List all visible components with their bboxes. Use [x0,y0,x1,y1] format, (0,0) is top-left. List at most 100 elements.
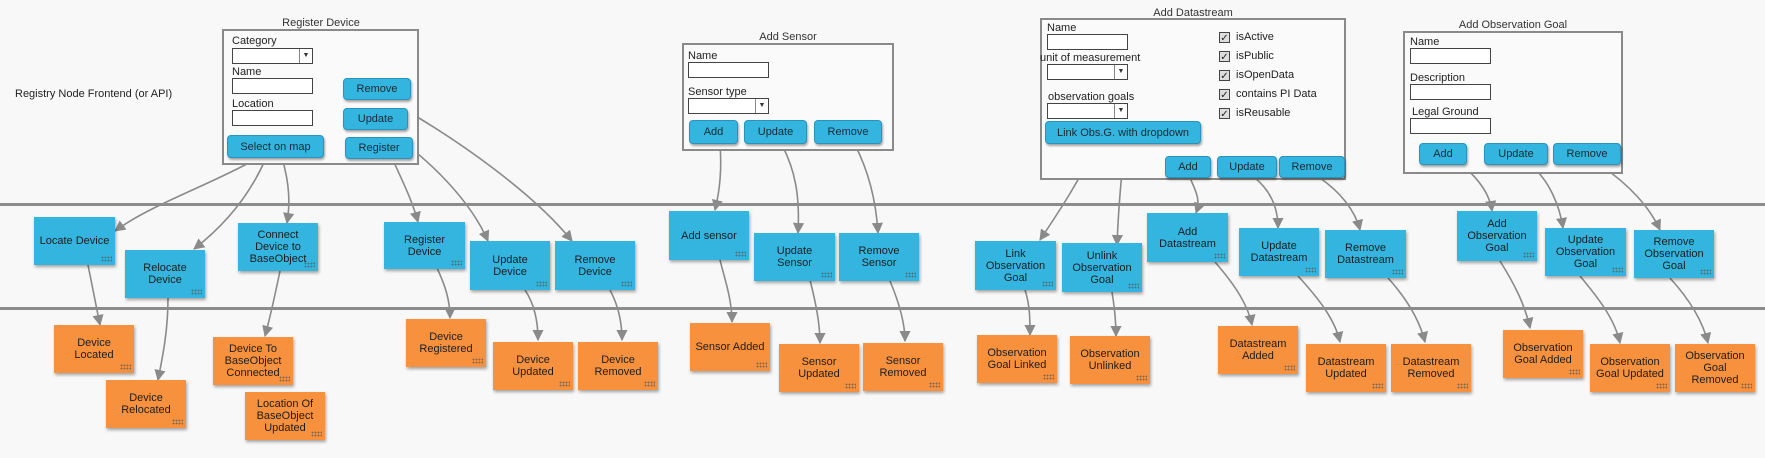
chevron-down-icon: ▼ [1114,65,1127,79]
datastream-name-input[interactable] [1047,34,1128,50]
event-note[interactable]: Observation Goal Updated [1590,344,1670,392]
command-note[interactable]: Remove Datastream [1325,230,1406,278]
grip-icon [536,281,547,287]
arrow-select-to-connect [281,157,295,225]
is-reusable-checkbox[interactable]: ✓ [1219,108,1230,120]
add-datastream-button[interactable]: Add [1165,156,1211,178]
command-note[interactable]: Remove Device [555,241,635,290]
note-text: Device Relocated [121,392,171,416]
arrow-remove-to-remove-datastream [1319,177,1363,232]
grip-icon [1392,269,1403,275]
goals-label: observation goals [1048,91,1135,103]
command-note[interactable]: Remove Observation Goal [1634,230,1714,278]
command-note[interactable]: Update Observation Goal [1545,228,1626,276]
event-note[interactable]: Device Located [54,325,134,373]
event-note[interactable]: Device Registered [406,319,486,367]
is-public-checkbox[interactable]: ✓ [1219,51,1230,63]
command-note[interactable]: Add Observation Goal [1457,211,1537,261]
category-select[interactable]: ▼ [232,48,313,64]
note-text: Remove Sensor [858,245,900,269]
select-on-map-button[interactable]: Select on map [227,135,324,158]
location-input[interactable] [232,110,313,126]
event-note[interactable]: Location Of BaseObject Updated [245,392,325,440]
remove-sensor-button[interactable]: Remove [814,120,882,144]
command-note[interactable]: Add sensor [669,211,749,260]
update-sensor-button[interactable]: Update [744,120,807,144]
event-note[interactable]: Datastream Added [1218,326,1298,374]
event-note[interactable]: Observation Goal Removed [1675,344,1755,392]
arrow-regdev-to-registered [436,267,456,320]
arrow-add-ds-to-added [1214,261,1256,327]
arrow-link-goal-to-linked [1024,289,1036,337]
lane-divider-top [0,203,1765,206]
arrow-update-to-update-datastream [1254,177,1284,230]
add-goal-button[interactable]: Add [1419,143,1467,165]
remove-datastream-button[interactable]: Remove [1279,156,1345,178]
is-public-label: isPublic [1236,50,1274,62]
sensor-type-label: Sensor type [688,86,747,98]
event-note[interactable]: Device Updated [493,342,573,390]
arrow-connect-to-connected [262,270,281,338]
chevron-down-icon: ▼ [1114,104,1127,118]
grip-icon [472,358,483,364]
grip-icon [1136,375,1147,381]
lane-label: Registry Node Frontend (or API) [15,88,173,100]
event-note[interactable]: Datastream Updated [1306,344,1386,392]
command-note[interactable]: Connect Device to BaseObject [238,223,318,271]
event-note[interactable]: Device Removed [578,342,658,390]
command-note[interactable]: Update Datastream [1239,228,1319,276]
register-button[interactable]: Register [345,137,413,159]
command-note[interactable]: Update Sensor [754,233,835,281]
note-text: Unlink Observation Goal [1072,249,1132,286]
datastream-name-label: Name [1047,22,1077,34]
event-note[interactable]: Device To BaseObject Connected [213,337,293,385]
event-note[interactable]: Datastream Removed [1391,344,1471,392]
sensor-type-select[interactable]: ▼ [688,98,769,114]
update-goal-button[interactable]: Update [1484,143,1548,165]
sensor-name-input[interactable] [688,62,769,78]
command-note[interactable]: Add Datastream [1147,213,1228,262]
event-note[interactable]: Sensor Added [690,323,770,371]
link-goal-button[interactable]: Link Obs.G. with dropdown [1045,121,1201,144]
command-note[interactable]: Relocate Device [125,250,205,298]
contains-pi-data-checkbox[interactable]: ✓ [1219,89,1230,101]
lane-divider-bottom [0,307,1765,310]
command-note[interactable]: Link Observation Goal [975,241,1056,290]
command-note[interactable]: Unlink Observation Goal [1062,243,1142,292]
add-sensor-button[interactable]: Add [689,120,738,144]
is-active-checkbox[interactable]: ✓ [1219,32,1230,44]
note-text: Update Datastream [1250,240,1308,264]
grip-icon [1284,365,1295,371]
event-note[interactable]: Observation Goal Linked [977,335,1057,383]
goal-name-input[interactable] [1410,48,1491,64]
unit-select[interactable]: ▼ [1047,64,1128,80]
add-sensor-form-title: Add Sensor [759,31,817,43]
goal-description-input[interactable] [1410,84,1491,100]
event-note[interactable]: Observation Unlinked [1070,336,1150,384]
arrow-locate-to-located [87,264,104,327]
event-note[interactable]: Sensor Removed [863,343,943,391]
register-device-form-title: Register Device [282,17,360,29]
remove-goal-button[interactable]: Remove [1553,143,1621,165]
command-note[interactable]: Update Device [470,241,550,290]
event-note[interactable]: Sensor Updated [779,344,859,392]
remove-device-button[interactable]: Remove [343,78,411,100]
update-device-button[interactable]: Update [343,108,408,130]
command-note[interactable]: Locate Device [34,217,115,265]
command-note[interactable]: Remove Sensor [839,233,919,281]
arrow-upddev-to-updated [524,289,544,342]
update-datastream-button[interactable]: Update [1217,156,1277,178]
event-note[interactable]: Observation Goal Added [1503,330,1583,378]
note-text: Register Device [404,233,445,258]
grip-icon [735,251,746,257]
legal-ground-input[interactable] [1410,118,1491,134]
add-datastream-form-title: Add Datastream [1153,7,1233,19]
event-note[interactable]: Device Relocated [106,380,186,428]
unit-label: unit of measurement [1040,52,1141,64]
device-name-input[interactable] [232,78,313,94]
grip-icon [756,362,767,368]
is-open-data-checkbox[interactable]: ✓ [1219,70,1230,82]
note-text: Sensor Removed [879,355,927,379]
goals-select[interactable]: ▼ [1047,103,1128,119]
command-note[interactable]: Register Device [384,222,465,269]
